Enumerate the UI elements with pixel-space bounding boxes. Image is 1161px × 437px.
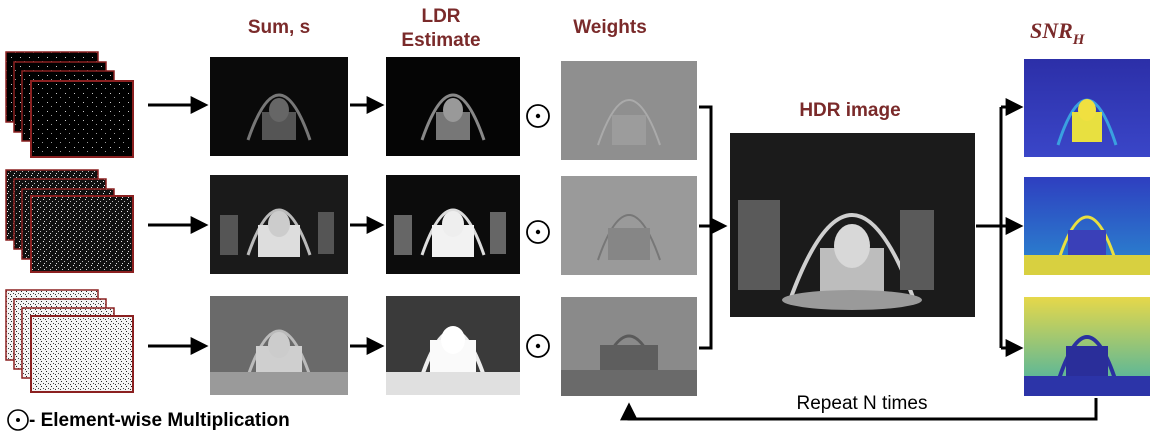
ldr-image-row3	[386, 296, 520, 395]
repeat-label: Repeat N times	[797, 393, 928, 414]
multiply-legend-icon	[7, 409, 29, 431]
input-stack-row2	[5, 169, 134, 273]
header-hdr: HDR image	[799, 100, 900, 121]
weights-image-row2	[561, 176, 697, 275]
ldr-image-row2	[386, 175, 520, 274]
merge-connector	[699, 105, 728, 350]
input-stack-row1	[5, 51, 134, 158]
header-sum: Sum, s	[248, 17, 310, 38]
sum-image-row1	[210, 57, 348, 156]
header-ldr-line2: Estimate	[401, 30, 480, 51]
weights-image-row1	[561, 61, 697, 160]
legend: - Element-wise Multiplication	[7, 409, 290, 431]
header-snr: SNRH	[1030, 18, 1086, 48]
feedback-loop-arrow	[620, 398, 1098, 421]
split-connector	[976, 98, 1024, 357]
ldr-image-row1	[386, 57, 520, 156]
weights-image-row3	[561, 297, 697, 396]
header-ldr-line1: LDR	[421, 6, 460, 27]
header-weights: Weights	[573, 17, 647, 38]
sum-image-row3	[210, 296, 348, 395]
hdr-image	[730, 133, 975, 317]
snr-image-row2	[1024, 177, 1150, 275]
sum-image-row2	[210, 175, 348, 274]
legend-text: - Element-wise Multiplication	[29, 410, 290, 431]
multiply-symbol-row2	[526, 220, 550, 244]
input-stack-row3	[5, 289, 134, 393]
multiply-symbol-row3	[526, 334, 550, 358]
snr-image-row3	[1024, 297, 1150, 396]
snr-image-row1	[1024, 59, 1150, 157]
multiply-symbol-row1	[526, 104, 550, 128]
